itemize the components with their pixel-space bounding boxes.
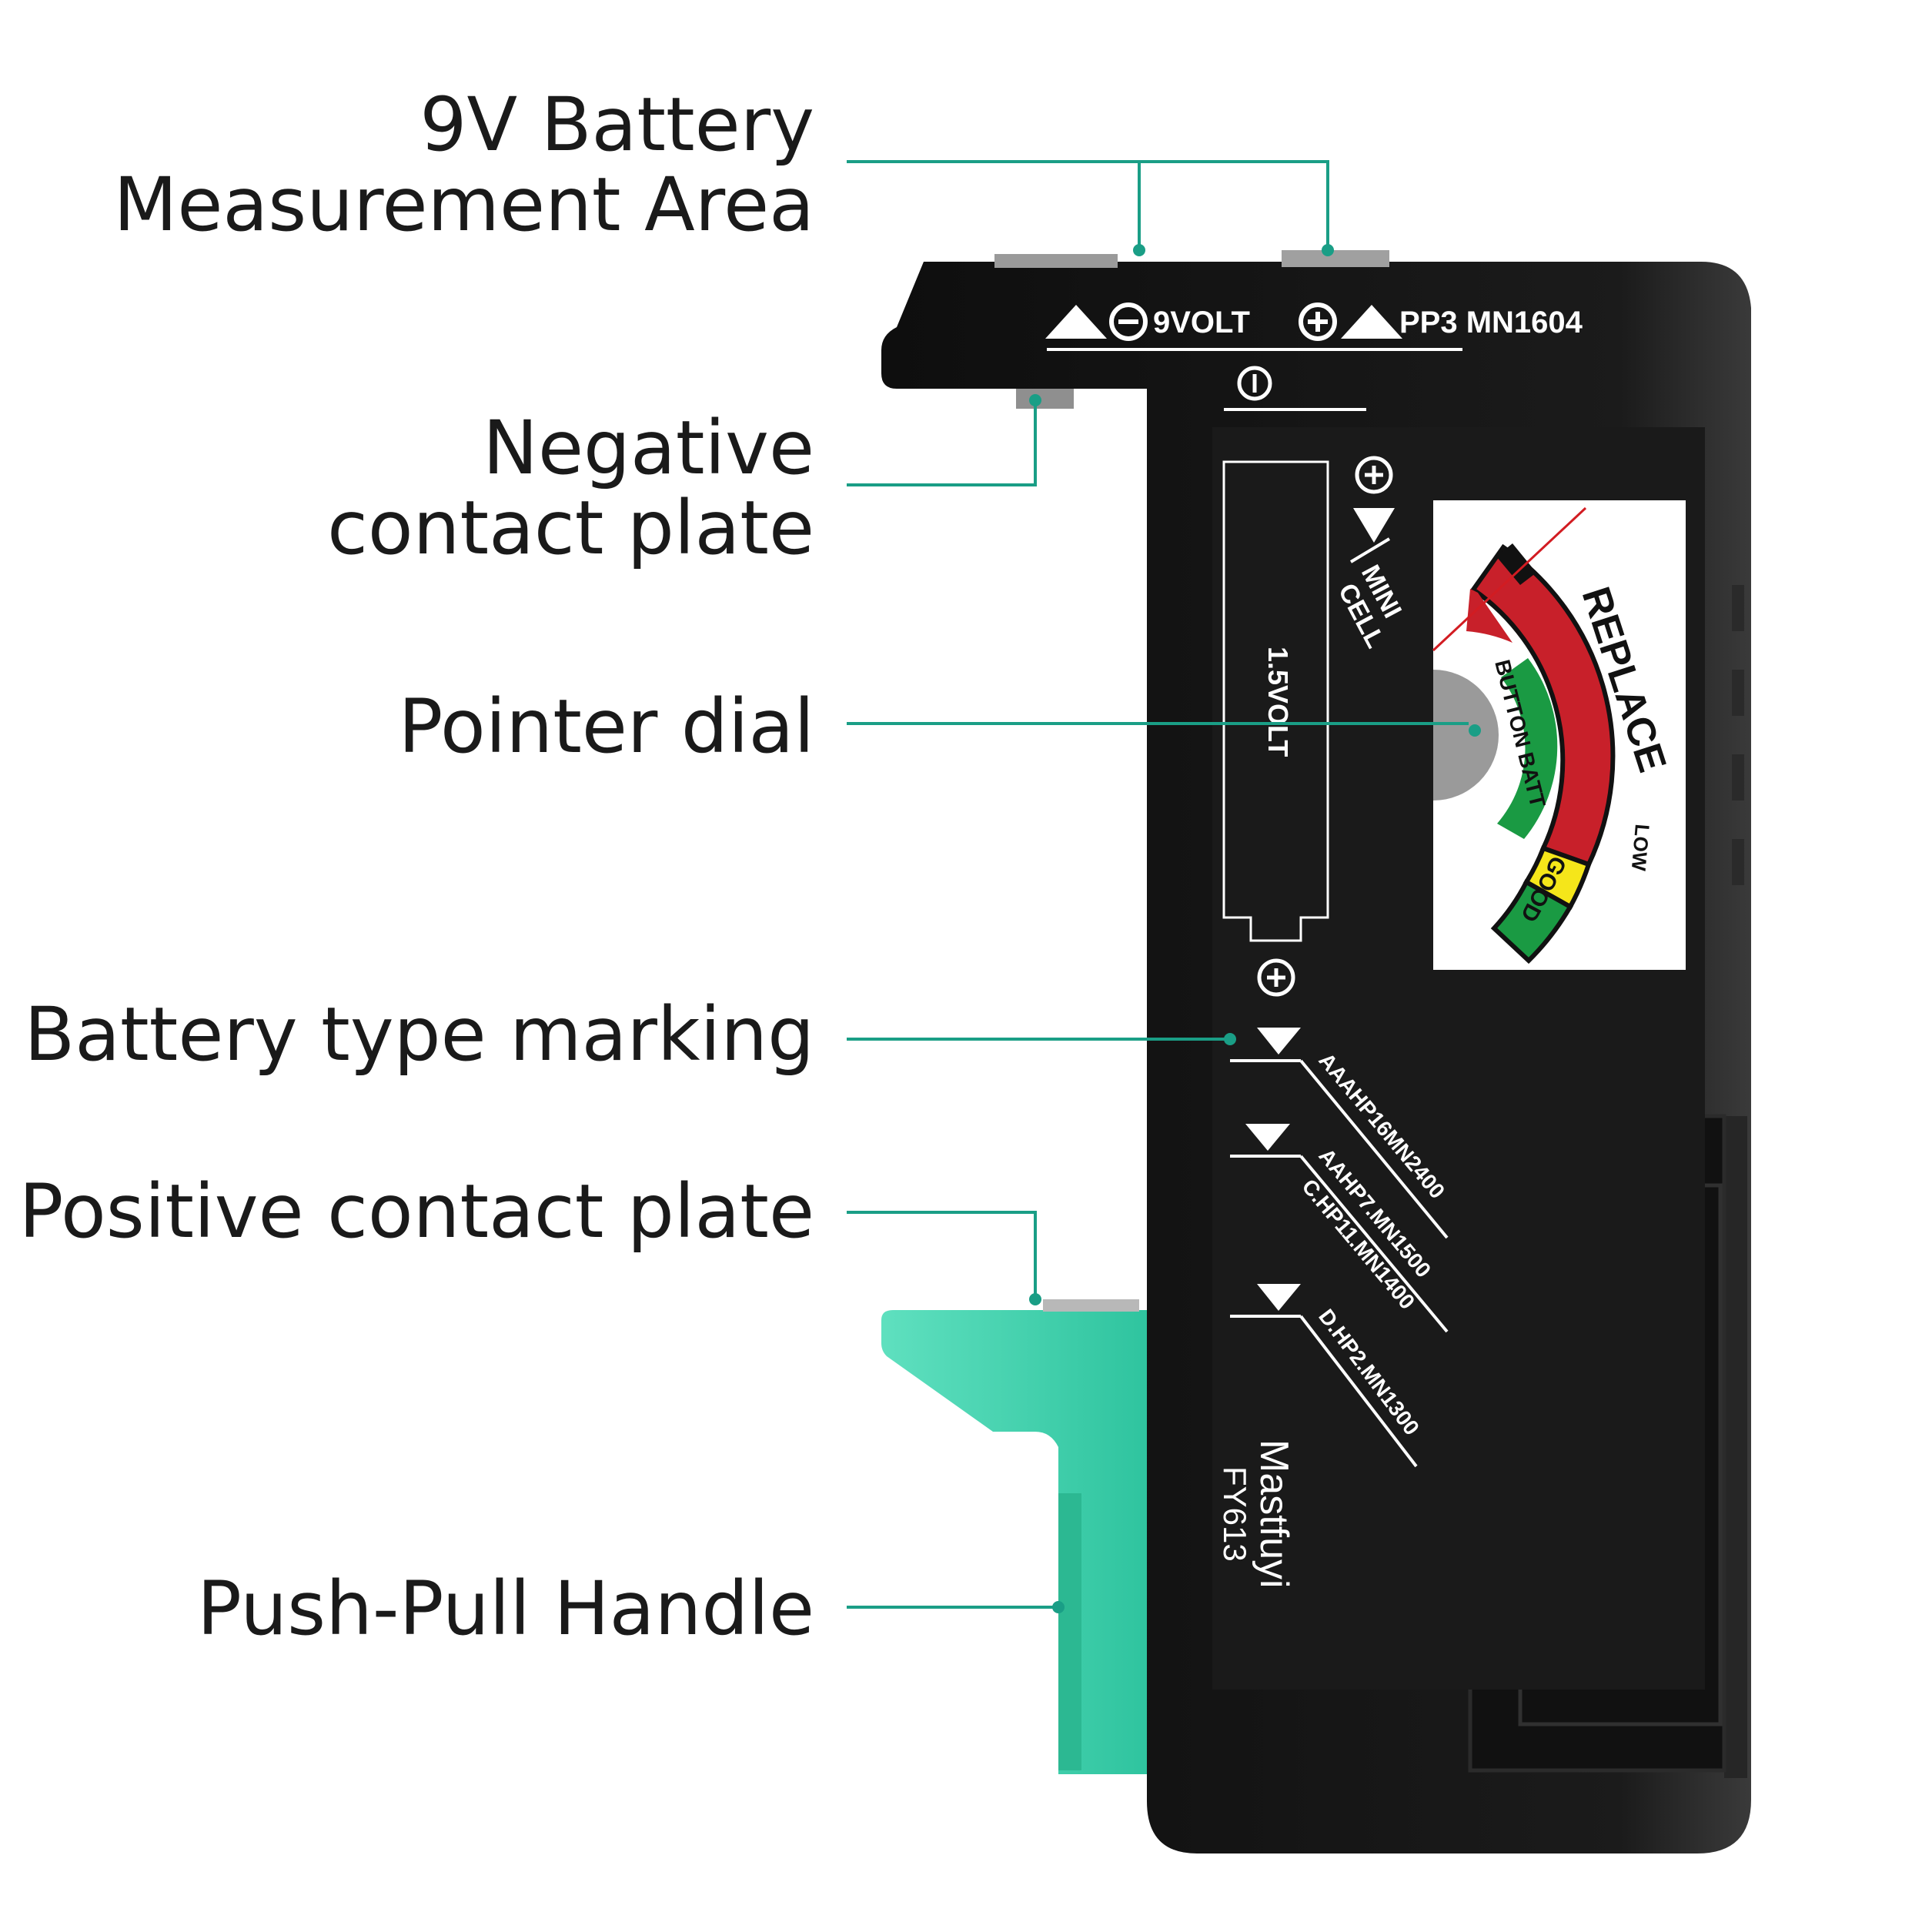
label-low: LOW [1627, 823, 1654, 871]
good-zone [1490, 878, 1574, 964]
leader-dots [1029, 244, 1334, 1613]
callout-9v-line1: 9V Battery [419, 82, 814, 168]
callout-9v-line2: Measurement Area [113, 162, 815, 248]
callout-pointer-dial: Pointer dial [398, 687, 814, 767]
callout-battery-type-marking: Battery type marking [24, 994, 814, 1075]
dial-needle [1432, 506, 1587, 652]
callout-dial-line1: Pointer dial [398, 684, 814, 770]
triangle-down-icon-aaa [1257, 1028, 1301, 1055]
leader-negative [847, 400, 1037, 486]
9v-terminals [994, 250, 1389, 268]
leader-positive [847, 1211, 1037, 1299]
callout-negative-line2: contact plate [327, 485, 814, 571]
callout-push-pull-handle: Push-Pull Handle [197, 1569, 814, 1649]
brand-name: Mastfuyi [1252, 1439, 1296, 1589]
leader-9v [847, 160, 1329, 250]
plus-circle-icon-cell [1257, 958, 1295, 997]
callout-type-line1: Battery type marking [24, 991, 814, 1078]
callout-9v-battery-area: 9V Battery Measurement Area [114, 85, 815, 245]
9v-negative-terminal [994, 254, 1118, 268]
label-pp3: PP3 MN1604 [1399, 306, 1583, 339]
negative-contact-plate [1016, 389, 1074, 409]
triangle-down-icon [1353, 508, 1395, 543]
callout-positive-line1: Positive contact plate [18, 1168, 815, 1255]
button-green-zone [1497, 658, 1558, 839]
callout-handle-line1: Push-Pull Handle [197, 1566, 814, 1652]
pointer-dial: REPLACE LOW GOOD BUTTON BATT [1432, 500, 1686, 970]
dial-center-dot [1469, 724, 1481, 737]
brand-mark: Mastfuyi FY613 [1217, 1439, 1296, 1589]
handle-grip [1058, 1493, 1081, 1770]
plus-circle-icon [1299, 303, 1337, 341]
triangle-up-icon [1045, 305, 1107, 339]
label-1-5volt: 1.5VOLT [1262, 647, 1294, 757]
plus-circle-icon-mini [1355, 456, 1393, 494]
triangle-down-icon-d [1257, 1284, 1301, 1311]
callout-negative-contact: Negative contact plate [327, 408, 814, 568]
callout-positive-contact: Positive contact plate [19, 1172, 815, 1252]
push-pull-handle[interactable] [881, 1310, 1147, 1774]
triangle-up-icon-2 [1341, 305, 1402, 339]
callout-negative-line1: Negative [483, 405, 814, 491]
dial-pivot [1433, 670, 1499, 801]
model-name: FY613 [1217, 1466, 1253, 1562]
positive-contact-plate [1043, 1299, 1139, 1312]
button-red-zone [1466, 589, 1513, 643]
top-label-row: 9VOLT PP3 MN1604 [1045, 303, 1583, 411]
cell-slot: 1.5VOLT [1222, 460, 1329, 997]
9v-positive-terminal [1282, 250, 1389, 267]
minus-circle-icon [1109, 303, 1148, 341]
triangle-down-icon-aa [1245, 1124, 1290, 1151]
leader-lines [847, 160, 1469, 1609]
minus-circle-vertical-icon [1237, 366, 1272, 401]
label-9volt: 9VOLT [1153, 306, 1250, 339]
